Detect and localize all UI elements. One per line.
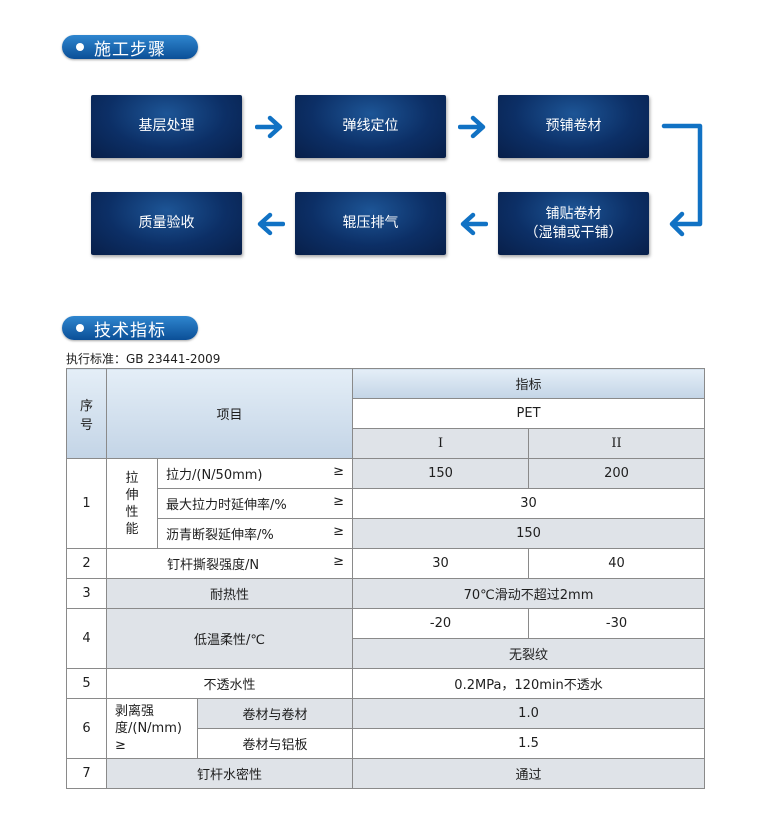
row-number: 4 [66,608,107,669]
table-row: 无裂纹 [67,638,706,669]
peel-group-label: 剥离强度/(N/mm) ≥ [106,698,198,759]
value-cell: 通过 [352,758,706,789]
step-label-line2: （湿铺或干铺） [524,224,623,241]
step-box-4: 铺贴卷材 （湿铺或干铺） [498,192,649,255]
value-cell: 200 [528,458,706,489]
arrow-right-icon [255,115,283,139]
item-cell: 拉力/(N/50mm) ≥ [156,458,354,489]
item-cell: 最大拉力时延伸率/% ≥ [156,488,354,519]
ge-symbol: ≥ [333,464,345,479]
item-label: 耐热性 [105,578,354,609]
table-row: 7 钉杆水密性 通过 [66,758,706,789]
item-label: 钉杆撕裂强度/N [167,558,260,573]
header-pet: PET [352,398,706,429]
table-row: PET [67,398,706,429]
value-cell: 无裂纹 [352,638,706,669]
step-label: 预铺卷材 [545,118,602,134]
value-cell: -20 [352,608,530,639]
value-cell: 150 [352,458,530,489]
item-label: 卷材与卷材 [196,698,354,729]
step-label: 基层处理 [138,118,195,134]
table-row: 卷材与铝板 1.5 [67,728,706,759]
item-label: 钉杆水密性 [105,758,354,789]
row-number: 1 [66,458,107,549]
item-label: 沥青断裂延伸率/% [166,528,274,543]
row-number: 3 [66,578,107,609]
header-no: 序号 [66,368,107,459]
row-number: 7 [66,758,107,789]
value-cell: 1.5 [352,728,706,759]
ge-symbol: ≥ [333,524,345,539]
bullet-icon [76,324,84,332]
ge-symbol: ≥ [333,554,345,569]
table-row: 最大拉力时延伸率/% ≥ 30 [67,488,706,519]
row-number: 6 [66,698,107,759]
item-label: 拉力/(N/50mm) [166,468,263,483]
value-cell: 150 [352,518,706,549]
table-row: 2 钉杆撕裂强度/N ≥ 30 40 [66,548,706,579]
value-cell: 70℃滑动不超过2mm [352,578,706,609]
standard-note: 执行标准：GB 23441-2009 [66,352,221,366]
value-cell: 40 [528,548,706,579]
step-box-6: 质量验收 [91,192,242,255]
value-cell: -30 [528,608,706,639]
arrow-right-icon [458,115,486,139]
table-row: 序号 项目 指标 [66,368,706,459]
step-box-2: 弹线定位 [295,95,446,158]
step-label-line1: 铺贴卷材 [545,205,602,222]
step-box-5: 辊压排气 [295,192,446,255]
table-row: 5 不透水性 0.2MPa，120min不透水 [66,668,706,699]
item-label: 低温柔性/℃ [105,608,354,669]
arrow-left-icon [460,212,488,236]
ge-symbol: ≥ [333,494,345,509]
step-label: 辊压排气 [342,215,399,231]
table-row: 1 拉伸性能 拉力/(N/50mm) ≥ 150 200 [66,458,706,549]
value-cell: 30 [352,488,706,519]
table-row: 3 耐热性 70℃滑动不超过2mm [66,578,706,609]
row-number: 2 [66,548,107,579]
item-label: 最大拉力时延伸率/% [166,498,287,513]
section-header-technical-indicators: 技术指标 [62,316,198,341]
header-item: 项目 [105,368,354,459]
item-label: 卷材与铝板 [196,728,354,759]
table-row: I II [67,428,706,459]
table-row: 6 剥离强度/(N/mm) ≥ 卷材与卷材 1.0 [66,698,706,759]
spec-table: 序号 项目 指标 PET I II 1 拉伸性能 拉力/(N/50mm) ≥ 15… [66,368,706,789]
header-grade-i: I [352,428,530,459]
connector-arrow-icon [661,123,703,237]
table-row: 沥青断裂延伸率/% ≥ 150 [67,518,706,549]
header-grade-ii: II [528,428,706,459]
row-number: 5 [66,668,107,699]
step-box-3: 预铺卷材 [498,95,649,158]
step-label: 弹线定位 [342,118,399,134]
section-title: 技术指标 [94,320,166,341]
section-title: 施工步骤 [94,39,166,60]
header-index: 指标 [352,368,706,399]
section-header-construction-steps: 施工步骤 [62,35,198,60]
item-cell: 沥青断裂延伸率/% ≥ [156,518,354,549]
table-row: 4 低温柔性/℃ -20 -30 [66,608,706,669]
arrow-left-icon [257,212,285,236]
value-cell: 1.0 [352,698,706,729]
item-label: 不透水性 [105,668,354,699]
value-cell: 0.2MPa，120min不透水 [352,668,706,699]
step-label: 质量验收 [138,215,195,231]
value-cell: 30 [352,548,530,579]
bullet-icon [76,43,84,51]
step-box-1: 基层处理 [91,95,242,158]
tensile-group-label: 拉伸性能 [106,458,158,549]
item-cell: 钉杆撕裂强度/N ≥ [105,548,354,579]
